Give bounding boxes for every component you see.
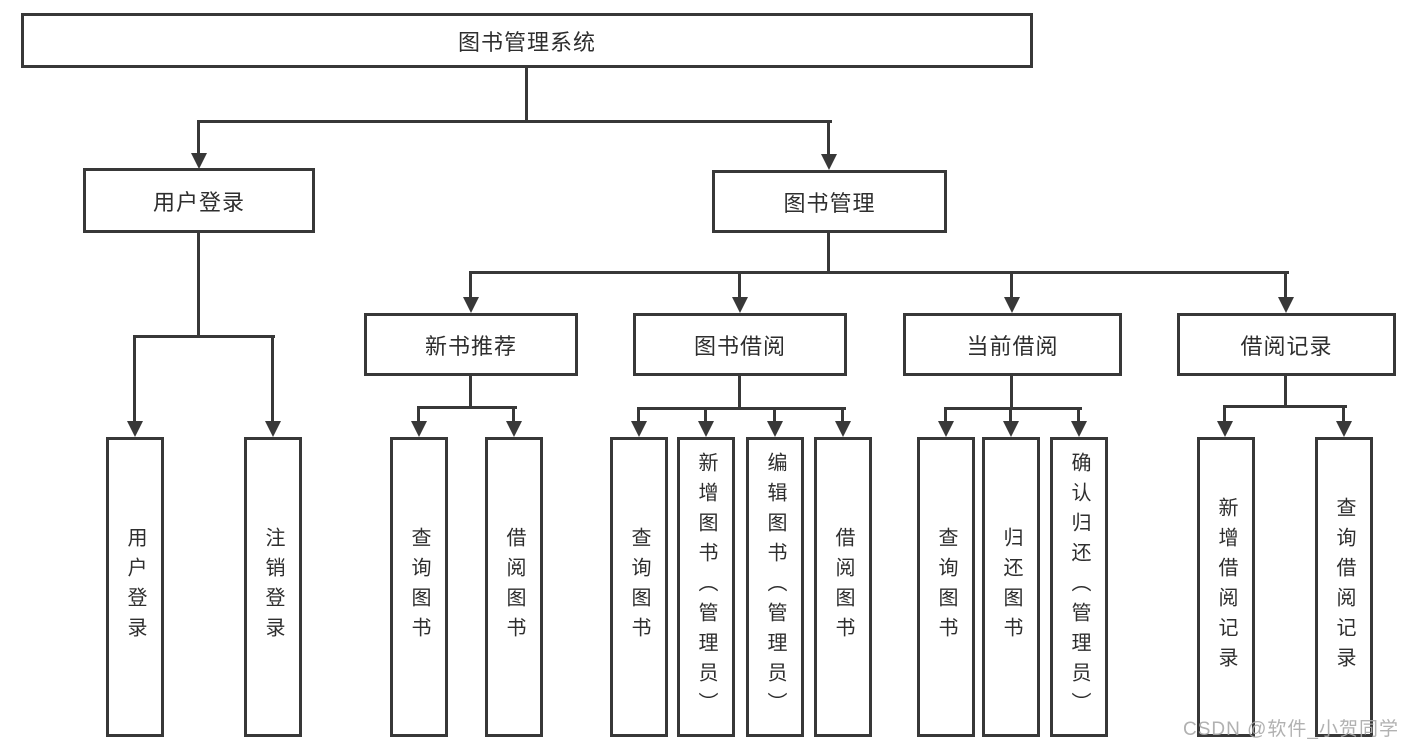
leaf-label: 新增借阅记录 [1215,497,1237,677]
arrowhead-icon [1071,421,1087,437]
edge [271,335,274,423]
edge [637,407,640,423]
leaf-label: 查询图书 [935,527,957,647]
edge [704,407,707,423]
node-current-borrow: 当前借阅 [903,313,1122,376]
leaf-borrow-add-book-admin: 新增图书（管理员） [677,437,735,737]
edge [773,407,776,423]
node-label: 借阅记录 [1240,333,1333,359]
edge [944,407,1082,410]
arrowhead-icon [265,421,281,437]
edge [1077,407,1080,423]
arrowhead-icon [767,421,783,437]
edge [133,335,136,423]
arrowhead-icon [631,421,647,437]
leaf-label: 查询图书 [408,527,430,647]
leaf-borrow-edit-book-admin: 编辑图书（管理员） [746,437,804,737]
edge [827,233,830,274]
leaf-borrow-borrow-books: 借阅图书 [814,437,872,737]
arrowhead-icon [127,421,143,437]
leaf-label: 查询借阅记录 [1333,497,1355,677]
arrowhead-icon [1336,421,1352,437]
edge [1009,407,1012,423]
edge [738,375,741,410]
node-book-borrow: 图书借阅 [633,313,847,376]
leaf-label: 查询图书 [628,527,650,647]
edge [525,68,528,120]
leaf-current-query-books: 查询图书 [917,437,975,737]
leaf-records-add-record: 新增借阅记录 [1197,437,1255,737]
node-label: 用户登录 [152,189,245,215]
edge [469,271,472,299]
node-new-book-recommend: 新书推荐 [364,313,578,376]
leaf-logout: 注销登录 [244,437,302,737]
arrowhead-icon [732,297,748,313]
edge [1223,405,1226,423]
arrowhead-icon [821,154,837,170]
edge [827,120,830,156]
edge [197,233,200,335]
node-label: 图书借阅 [693,333,786,359]
edge [1284,375,1287,408]
leaf-label: 注销登录 [262,527,284,647]
node-book-management: 图书管理 [712,170,947,233]
arrowhead-icon [191,153,207,169]
node-label: 新书推荐 [424,333,517,359]
leaf-label: 借阅图书 [832,527,854,647]
node-library-management-system: 图书管理系统 [21,13,1033,68]
leaf-label: 借阅图书 [503,527,525,647]
edge [417,406,420,423]
edge [469,271,1289,274]
node-label: 图书管理系统 [457,29,596,55]
arrowhead-icon [938,421,954,437]
leaf-user-login: 用户登录 [106,437,164,737]
edge [469,375,472,409]
edge [197,120,832,123]
leaf-label: 编辑图书（管理员） [764,452,786,722]
leaf-newbook-borrow-books: 借阅图书 [485,437,543,737]
node-label: 图书管理 [783,190,876,216]
arrowhead-icon [835,421,851,437]
node-borrow-records: 借阅记录 [1177,313,1396,376]
edge [512,406,515,423]
node-label: 当前借阅 [966,333,1059,359]
leaf-borrow-query-books: 查询图书 [610,437,668,737]
node-user-login: 用户登录 [83,168,315,233]
edge [1010,375,1013,410]
leaf-current-return-books: 归还图书 [982,437,1040,737]
edge [841,407,844,423]
edge [738,271,741,299]
edge [417,406,517,409]
arrowhead-icon [1003,421,1019,437]
edge [1223,405,1347,408]
leaf-current-confirm-return-admin: 确认归还（管理员） [1050,437,1108,737]
csdn-watermark: CSDN @软件_小贺同学 [1183,719,1399,740]
arrowhead-icon [1217,421,1233,437]
edge [197,120,200,155]
arrowhead-icon [698,421,714,437]
leaf-label: 新增图书（管理员） [695,452,717,722]
edge [133,335,275,338]
edge [1284,271,1287,299]
leaf-records-query-record: 查询借阅记录 [1315,437,1373,737]
arrowhead-icon [1004,297,1020,313]
leaf-label: 归还图书 [1000,527,1022,647]
edge [1010,271,1013,299]
edge [637,407,846,410]
leaf-newbook-query-books: 查询图书 [390,437,448,737]
leaf-label: 确认归还（管理员） [1068,452,1090,722]
leaf-label: 用户登录 [124,527,146,647]
arrowhead-icon [411,421,427,437]
arrowhead-icon [463,297,479,313]
edge [944,407,947,423]
arrowhead-icon [1278,297,1294,313]
arrowhead-icon [506,421,522,437]
edge [1342,405,1345,423]
